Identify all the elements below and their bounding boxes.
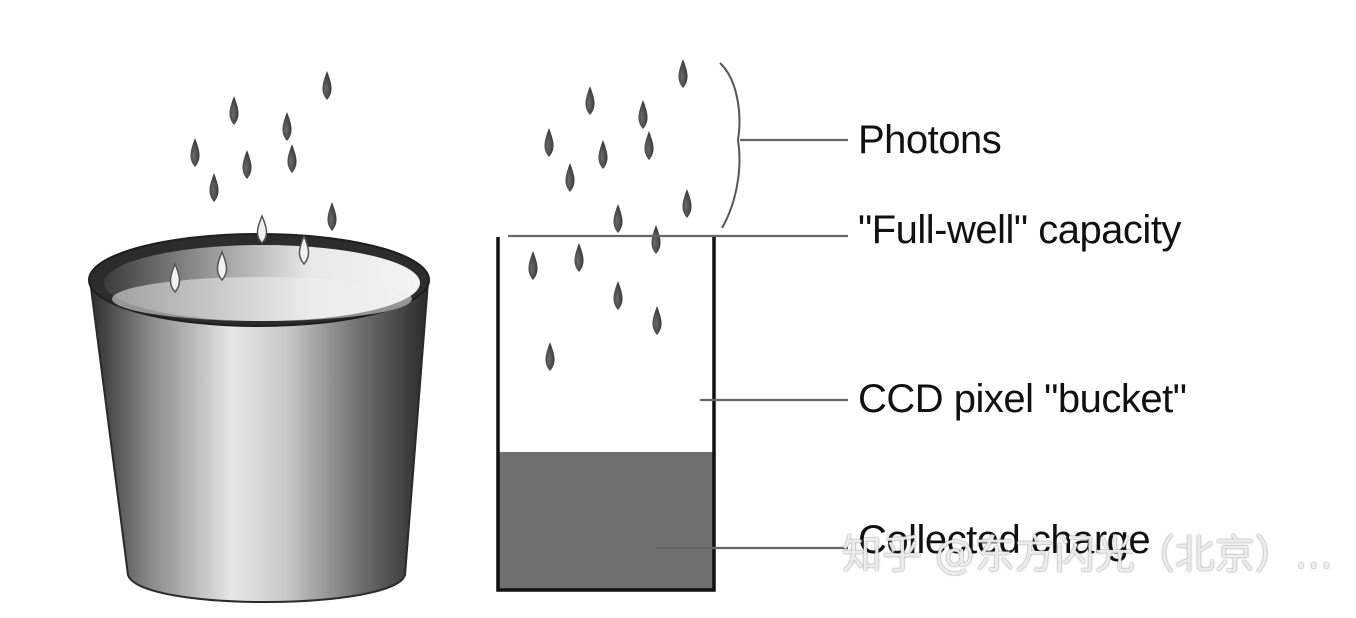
bucket-drops-inside	[169, 214, 310, 294]
photon-drop-icon	[585, 86, 595, 115]
photons-label: Photons	[858, 118, 1002, 162]
photon-drop-icon	[682, 189, 692, 218]
photon-drop-icon	[598, 140, 608, 169]
leader-lines	[508, 138, 848, 550]
photon-drop-icon	[638, 100, 648, 129]
photons-brace	[719, 62, 741, 229]
photon-drop-icon	[565, 163, 575, 192]
collected-charge-label: Collected charge	[858, 518, 1151, 562]
photon-drop-icon	[209, 173, 219, 202]
photon-drop-icon	[545, 342, 555, 371]
photon-drop-icon	[242, 150, 252, 179]
photon-drop-icon	[652, 306, 662, 335]
collected-charge-fill	[498, 452, 714, 590]
ccd-pixel-bucket-label: CCD pixel "bucket"	[858, 377, 1187, 421]
photon-drop-icon	[169, 262, 181, 294]
photon-drop-icon	[190, 138, 200, 167]
photon-drop-icon	[613, 204, 623, 233]
photon-drop-icon	[327, 202, 337, 231]
photon-drop-icon	[528, 251, 538, 280]
photon-drop-icon	[322, 71, 332, 100]
ccd-bucket-outline	[496, 237, 716, 592]
ccd-photon-drops	[528, 59, 692, 371]
bucket-drops	[190, 71, 337, 231]
bucket-body	[89, 279, 429, 603]
photon-drop-icon	[216, 250, 228, 282]
photon-drop-icon	[644, 131, 654, 160]
photon-drop-icon	[229, 96, 239, 125]
photon-drop-icon	[256, 214, 268, 245]
photon-drop-icon	[651, 225, 661, 254]
photon-drop-icon	[574, 243, 584, 272]
photon-drop-icon	[287, 144, 297, 173]
photon-drop-icon	[678, 59, 688, 88]
full-well-capacity-label: "Full-well" capacity	[858, 208, 1181, 252]
photon-drop-icon	[544, 128, 554, 157]
bucket-icon	[88, 233, 430, 603]
photon-drop-icon	[613, 281, 623, 310]
photon-drop-icon	[298, 234, 310, 266]
watermark: 知乎 @东方闪光（北京）...	[842, 532, 1333, 578]
photon-drop-icon	[282, 112, 292, 141]
ccd-pixel-bucket	[496, 237, 716, 592]
